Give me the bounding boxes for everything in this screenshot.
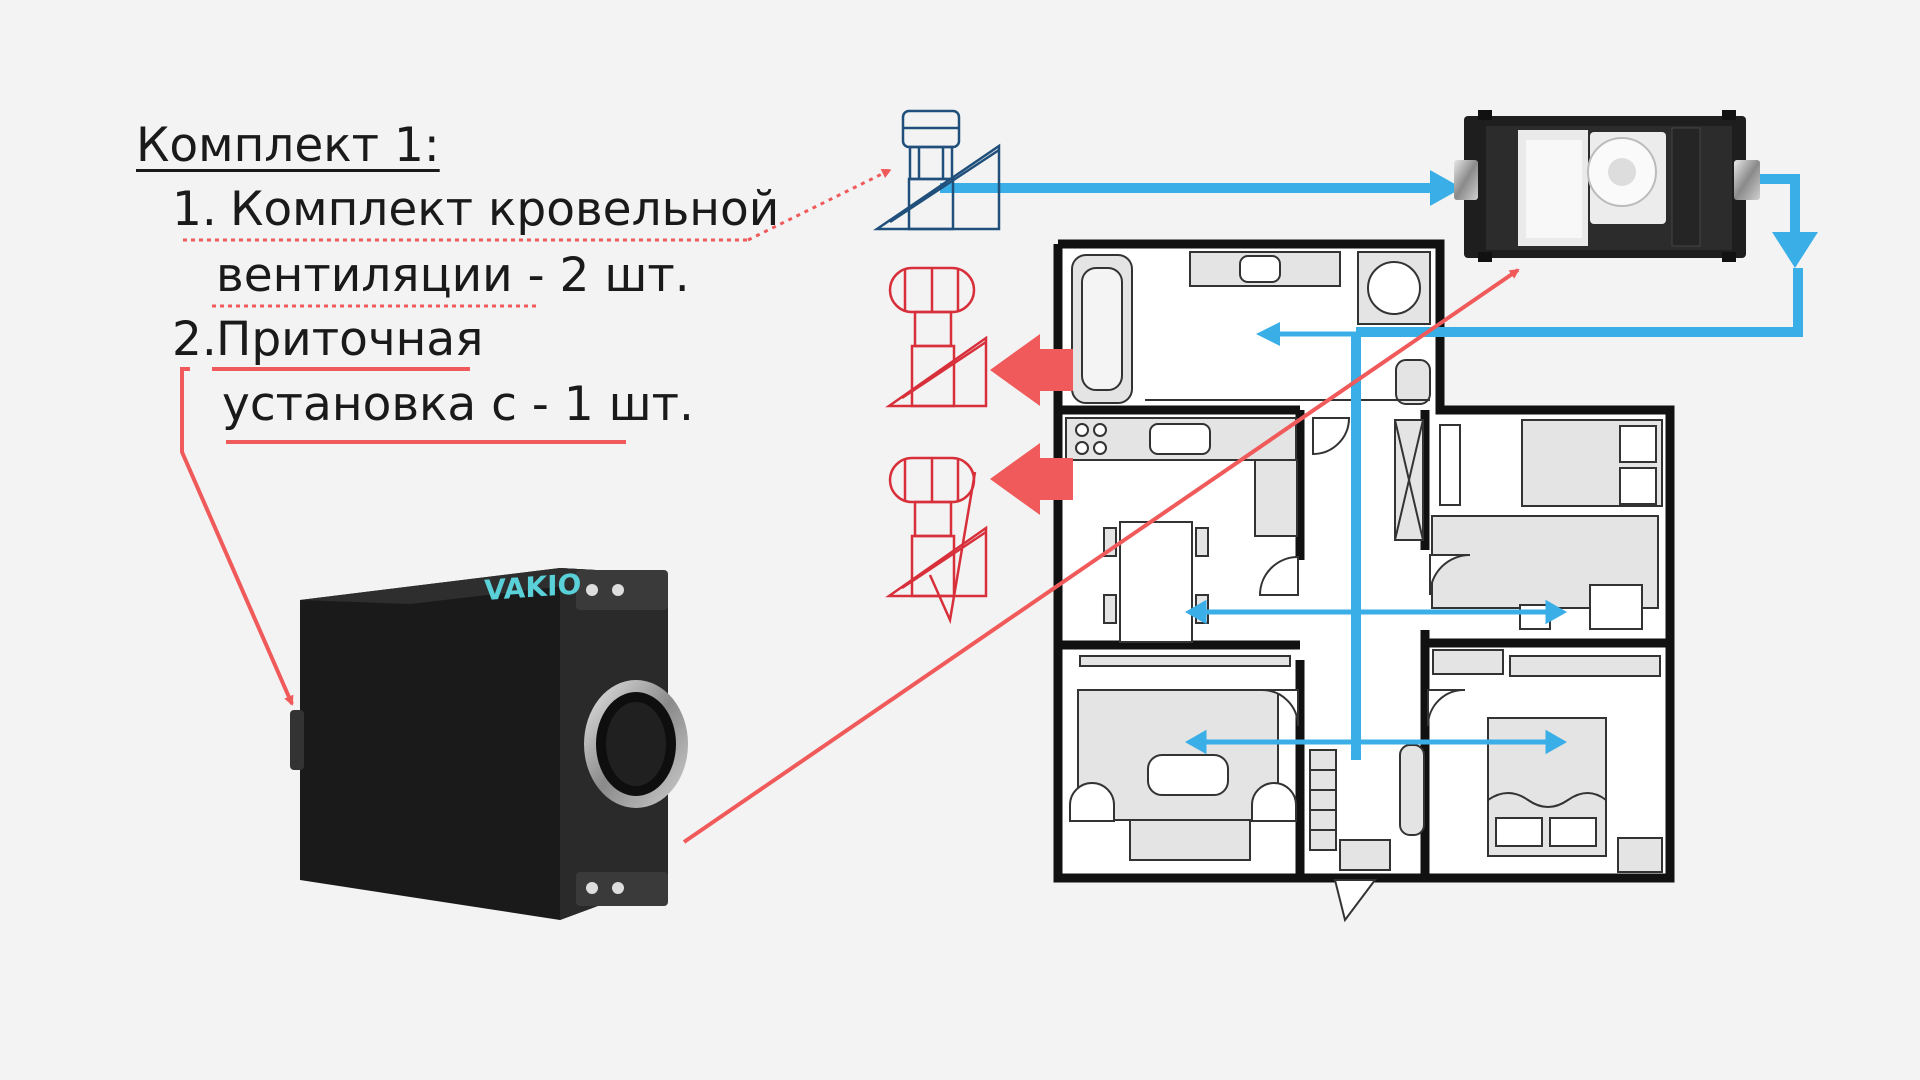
room-distribution-arrows <box>1184 331 1568 755</box>
corridor-fixtures <box>1309 417 1425 923</box>
item-2-line2: установка с - 1 шт. <box>222 377 694 432</box>
item-1-line2: вентиляции - 2 шт. <box>216 248 690 303</box>
vakio-device: VAKIO <box>290 567 688 920</box>
item-1-number: 1. <box>172 182 217 237</box>
exhaust-air-arrows <box>990 334 1073 515</box>
item-2-line1: Приточная <box>216 312 484 367</box>
windows <box>1056 470 1672 830</box>
roof-vent-exhaust-icon <box>885 456 988 625</box>
item-1-line1: Комплект кровельной <box>230 182 780 237</box>
item-2-number: 2. <box>172 312 217 367</box>
device-logo: VAKIO <box>484 567 581 607</box>
roof-vent-supply-icon <box>872 109 1001 231</box>
kit-title: Комплект 1: <box>136 118 440 173</box>
supply-air-arrows <box>1256 170 1818 346</box>
bedroom-fixtures <box>1429 419 1663 630</box>
floor-plan <box>1053 239 1675 923</box>
ventilation-unit-icon <box>1454 110 1760 262</box>
supply-air-ducts <box>940 174 1803 760</box>
walls <box>1053 239 1675 883</box>
kitchen-fixtures <box>1065 417 1299 643</box>
living-room-fixtures <box>1069 655 1299 861</box>
roof-vent-exhaust-icon <box>885 266 988 408</box>
bathroom-fixtures <box>1071 251 1431 405</box>
annotation-lines <box>180 168 1520 844</box>
